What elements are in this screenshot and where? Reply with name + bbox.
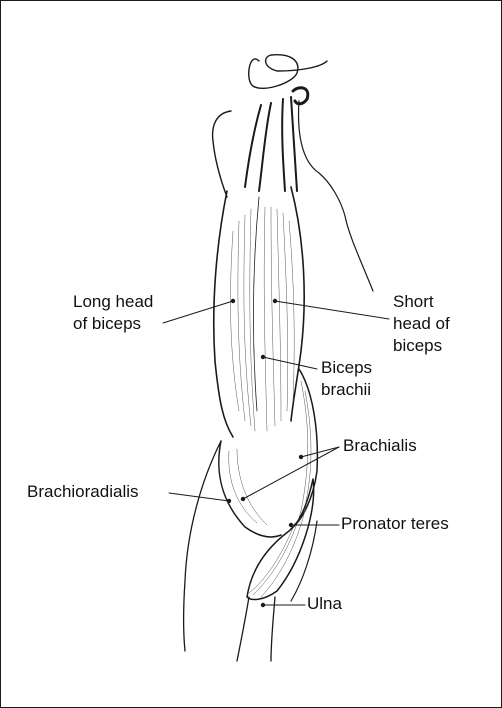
biceps-central-split — [253, 197, 259, 411]
coracoid-tendon — [293, 88, 308, 104]
scapula-outline — [249, 55, 327, 89]
dot-pronator-teres — [289, 523, 293, 527]
dot-ulna — [261, 603, 265, 607]
dot-biceps-brachii — [261, 355, 265, 359]
ulna-outline — [237, 597, 275, 661]
leader-biceps-brachii — [263, 357, 317, 369]
dot-brachialis-2 — [241, 497, 245, 501]
tendon-lines — [245, 97, 297, 191]
leader-short-head — [275, 301, 389, 319]
leader-brachialis-1 — [301, 447, 339, 457]
label-pronator-teres: Pronator teres — [341, 513, 449, 535]
humeral-head — [213, 111, 231, 197]
leader-brachioradialis — [169, 493, 229, 501]
dot-long-head — [231, 299, 235, 303]
dot-brachialis-1 — [299, 455, 303, 459]
label-short-head: Short head of biceps — [393, 291, 450, 357]
leader-brachialis-2 — [243, 447, 339, 499]
leader-long-head — [163, 301, 233, 323]
label-long-head: Long head of biceps — [73, 291, 153, 335]
label-brachialis: Brachialis — [343, 435, 417, 457]
biceps-fibres — [231, 207, 295, 431]
pronator-fibres — [249, 501, 307, 597]
label-brachioradialis: Brachioradialis — [27, 481, 139, 503]
dot-short-head — [273, 299, 277, 303]
label-ulna: Ulna — [307, 593, 342, 615]
label-biceps-brachii: Biceps brachii — [321, 357, 372, 401]
dot-brachioradialis — [227, 499, 231, 503]
brachioradialis-outline — [219, 441, 281, 537]
forearm-left-outline — [184, 441, 222, 651]
biceps-outline-left — [214, 191, 233, 437]
shoulder-contour — [299, 101, 373, 291]
